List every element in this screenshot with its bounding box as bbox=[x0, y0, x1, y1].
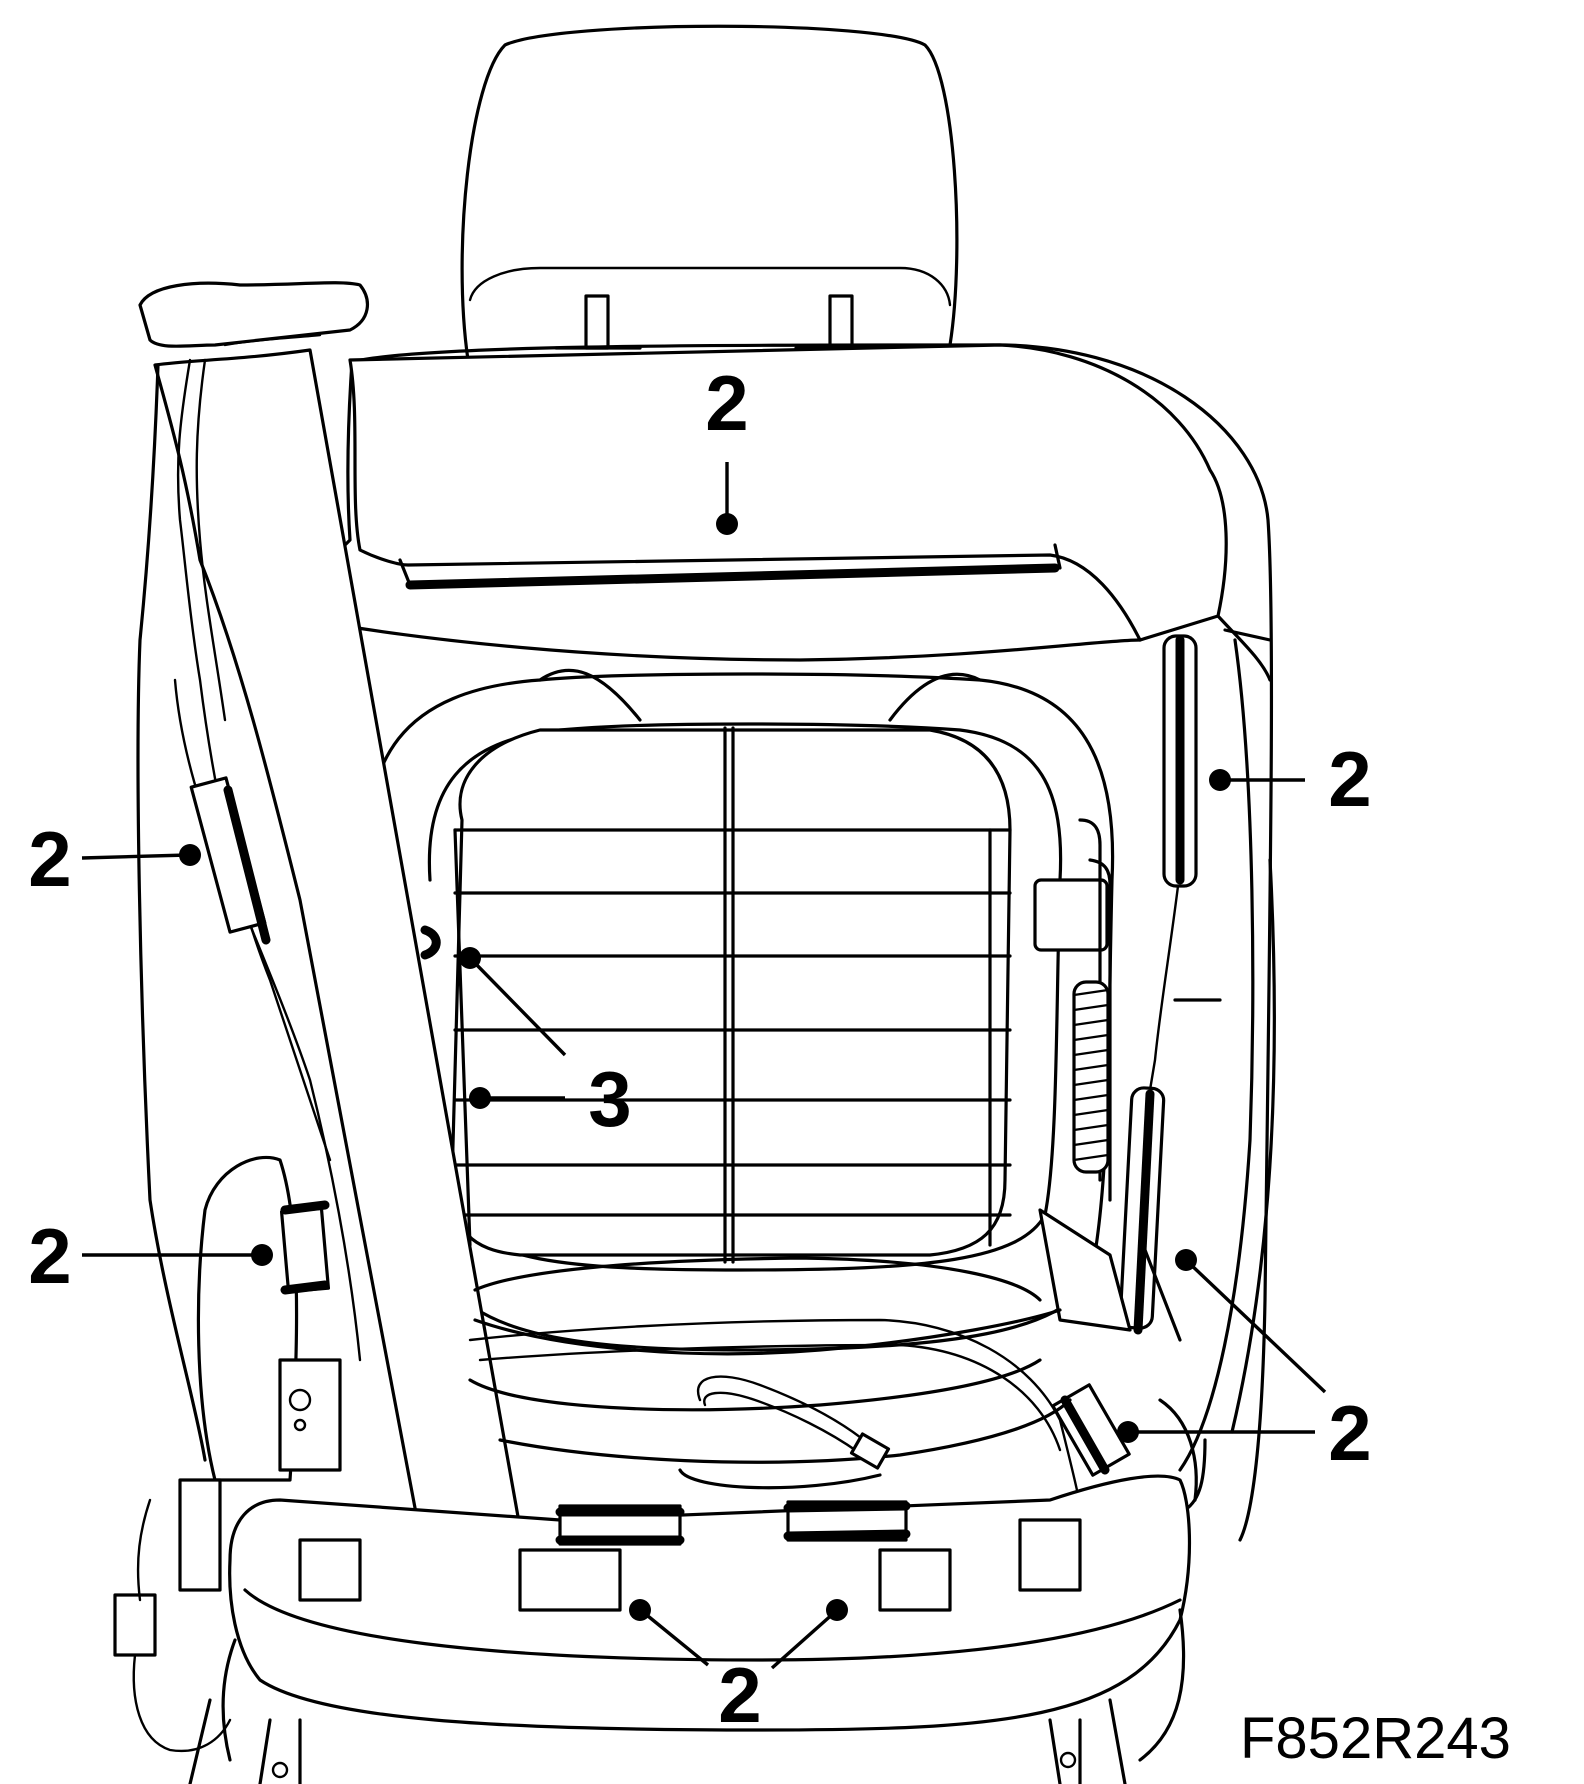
right-side bbox=[1033, 634, 1255, 1502]
figure-code: F852R243 bbox=[1240, 1706, 1511, 1771]
leader-dot-top bbox=[716, 513, 738, 535]
callout-center-3: 3 bbox=[588, 1055, 631, 1143]
callout-left-upper: 2 bbox=[28, 815, 71, 903]
callout-left-lower: 2 bbox=[28, 1212, 71, 1300]
leader-dot-right-lower-a bbox=[1175, 1249, 1197, 1271]
tension-spring bbox=[1072, 980, 1110, 1174]
seat-base bbox=[188, 1256, 1192, 1784]
leader-dot-bottom-b bbox=[826, 1599, 848, 1621]
leader-dot-right-lower-b bbox=[1117, 1421, 1139, 1443]
headrest bbox=[460, 24, 959, 362]
leader-dot-3-upper bbox=[459, 947, 481, 969]
callout-bottom: 2 bbox=[718, 1651, 761, 1739]
callout-top: 2 bbox=[705, 359, 748, 447]
callout-labels: 2 2 2 3 2 2 2 bbox=[28, 359, 1371, 1739]
leader-dot-3-lower bbox=[469, 1087, 491, 1109]
top-crossbar bbox=[348, 343, 1228, 642]
leader-dot-left-upper bbox=[179, 844, 201, 866]
callout-right-upper: 2 bbox=[1328, 735, 1371, 823]
spring-grid bbox=[420, 726, 1012, 1264]
callout-right-lower: 2 bbox=[1328, 1389, 1371, 1477]
leader-dot-bottom-a bbox=[629, 1599, 651, 1621]
left-column bbox=[113, 281, 542, 1753]
seat-back-frame bbox=[298, 343, 1276, 1542]
leader-dot-left-lower bbox=[251, 1244, 273, 1266]
leader-dot-right-upper bbox=[1209, 769, 1231, 791]
leader-lines bbox=[81, 462, 1327, 1670]
